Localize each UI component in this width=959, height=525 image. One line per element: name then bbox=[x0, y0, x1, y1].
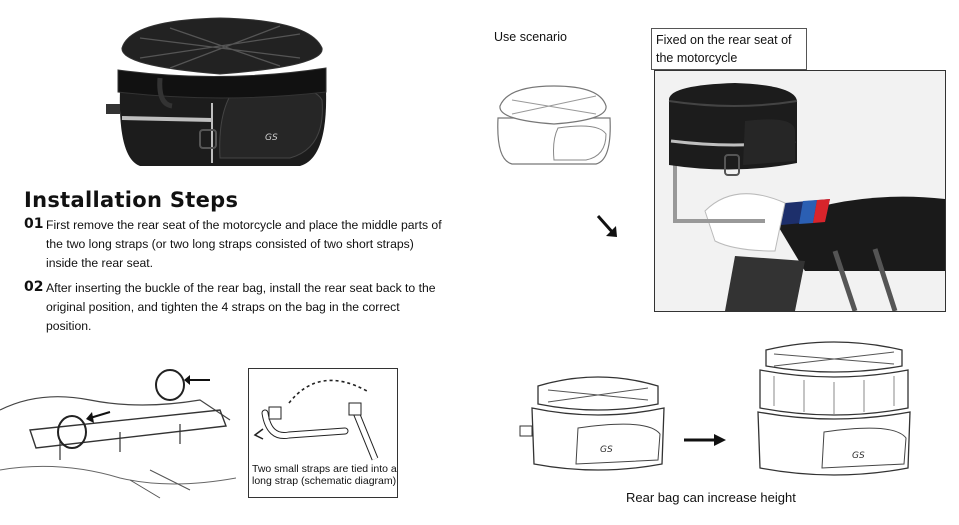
use-scenario-label: Use scenario bbox=[494, 30, 567, 44]
arrow-down-right-icon bbox=[596, 214, 620, 240]
step-2-text: After inserting the buckle of the rear b… bbox=[46, 281, 436, 333]
fixed-on-seat-label: Fixed on the rear seat of the motorcycle bbox=[651, 28, 807, 70]
step-1: 01 First remove the rear seat of the mot… bbox=[24, 216, 444, 273]
motorcycle-installed-photo bbox=[654, 70, 946, 312]
step-1-number: 01 bbox=[24, 216, 44, 232]
rack-strap-sketch bbox=[0, 360, 236, 500]
bag-sketch-before: GS bbox=[518, 368, 674, 476]
schematic-caption: Two small straps are tied into a long st… bbox=[252, 463, 397, 487]
step-2-number: 02 bbox=[24, 279, 44, 295]
increase-height-caption: Rear bag can increase height bbox=[626, 490, 796, 505]
arrow-right-icon bbox=[684, 432, 728, 448]
product-bag-photo: GS bbox=[100, 8, 340, 176]
bag-sketch-expanded: GS bbox=[744, 336, 920, 482]
step-2: 02 After inserting the buckle of the rea… bbox=[24, 279, 444, 336]
page-title: Installation Steps bbox=[24, 188, 239, 212]
bag-logo-text: GS bbox=[265, 133, 278, 143]
bag-sketch-small bbox=[488, 78, 618, 170]
bag-expanded-logo: GS bbox=[852, 451, 865, 461]
step-1-text: First remove the rear seat of the motorc… bbox=[46, 218, 442, 270]
strap-schematic-box bbox=[248, 368, 398, 498]
bag-sketch-logo: GS bbox=[600, 445, 613, 455]
